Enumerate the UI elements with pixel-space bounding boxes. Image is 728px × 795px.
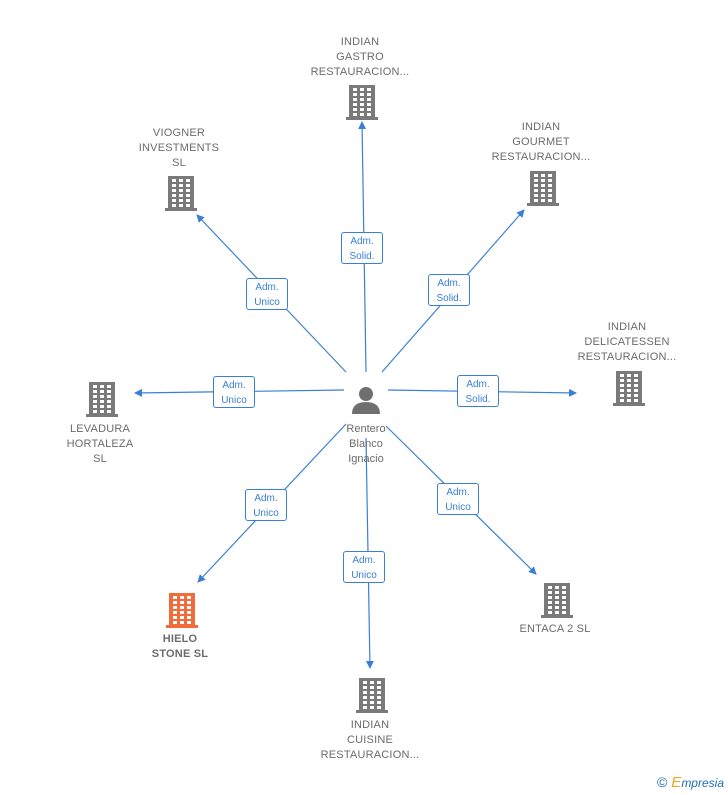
company-name-cuisine[interactable]: INDIAN CUISINE RESTAURACION... (320, 719, 420, 761)
company-name-levadura[interactable]: LEVADURA HORTALEZA SL (66, 423, 134, 465)
role-badge-gourmet: Adm. Solid. (428, 274, 470, 306)
building-icon-levadura[interactable] (86, 382, 118, 417)
company-name-hielo[interactable]: HIELO STONE SL (151, 633, 209, 660)
company-name-entaca[interactable]: ENTACA 2 SL (519, 623, 591, 635)
role-badge-gastro: Adm. Solid. (341, 232, 383, 264)
role-badge-entaca: Adm. Unico (437, 483, 479, 515)
role-badge-levadura: Adm. Unico (213, 376, 255, 408)
building-icon-cuisine[interactable] (356, 678, 388, 713)
building-icon-entaca[interactable] (541, 583, 573, 618)
building-icon-hielo[interactable] (166, 593, 198, 628)
person-name[interactable]: Rentero Blanco Ignacio (346, 423, 386, 465)
copyright-icon: © (656, 774, 668, 790)
role-badge-viogner: Adm. Unico (246, 278, 288, 310)
person-icon[interactable] (352, 387, 380, 414)
role-badge-delicatessen: Adm. Solid. (457, 375, 499, 407)
company-name-delicatessen[interactable]: INDIAN DELICATESSEN RESTAURACION... (577, 321, 677, 363)
building-icon-gourmet[interactable] (527, 171, 559, 206)
building-icon-delicatessen[interactable] (613, 371, 645, 406)
role-badge-cuisine: Adm. Unico (343, 551, 385, 583)
company-name-viogner[interactable]: VIOGNER INVESTMENTS SL (138, 127, 220, 169)
brand-initial: E (671, 774, 682, 791)
building-icon-gastro[interactable] (346, 85, 378, 120)
role-badge-hielo: Adm. Unico (245, 489, 287, 521)
company-name-gourmet[interactable]: INDIAN GOURMET RESTAURACION... (491, 121, 591, 163)
company-name-gastro[interactable]: INDIAN GASTRO RESTAURACION... (310, 36, 410, 78)
footer-brand: ©Empresia (657, 774, 724, 791)
building-icon-viogner[interactable] (165, 176, 197, 211)
brand-name: mpresia (681, 776, 724, 790)
